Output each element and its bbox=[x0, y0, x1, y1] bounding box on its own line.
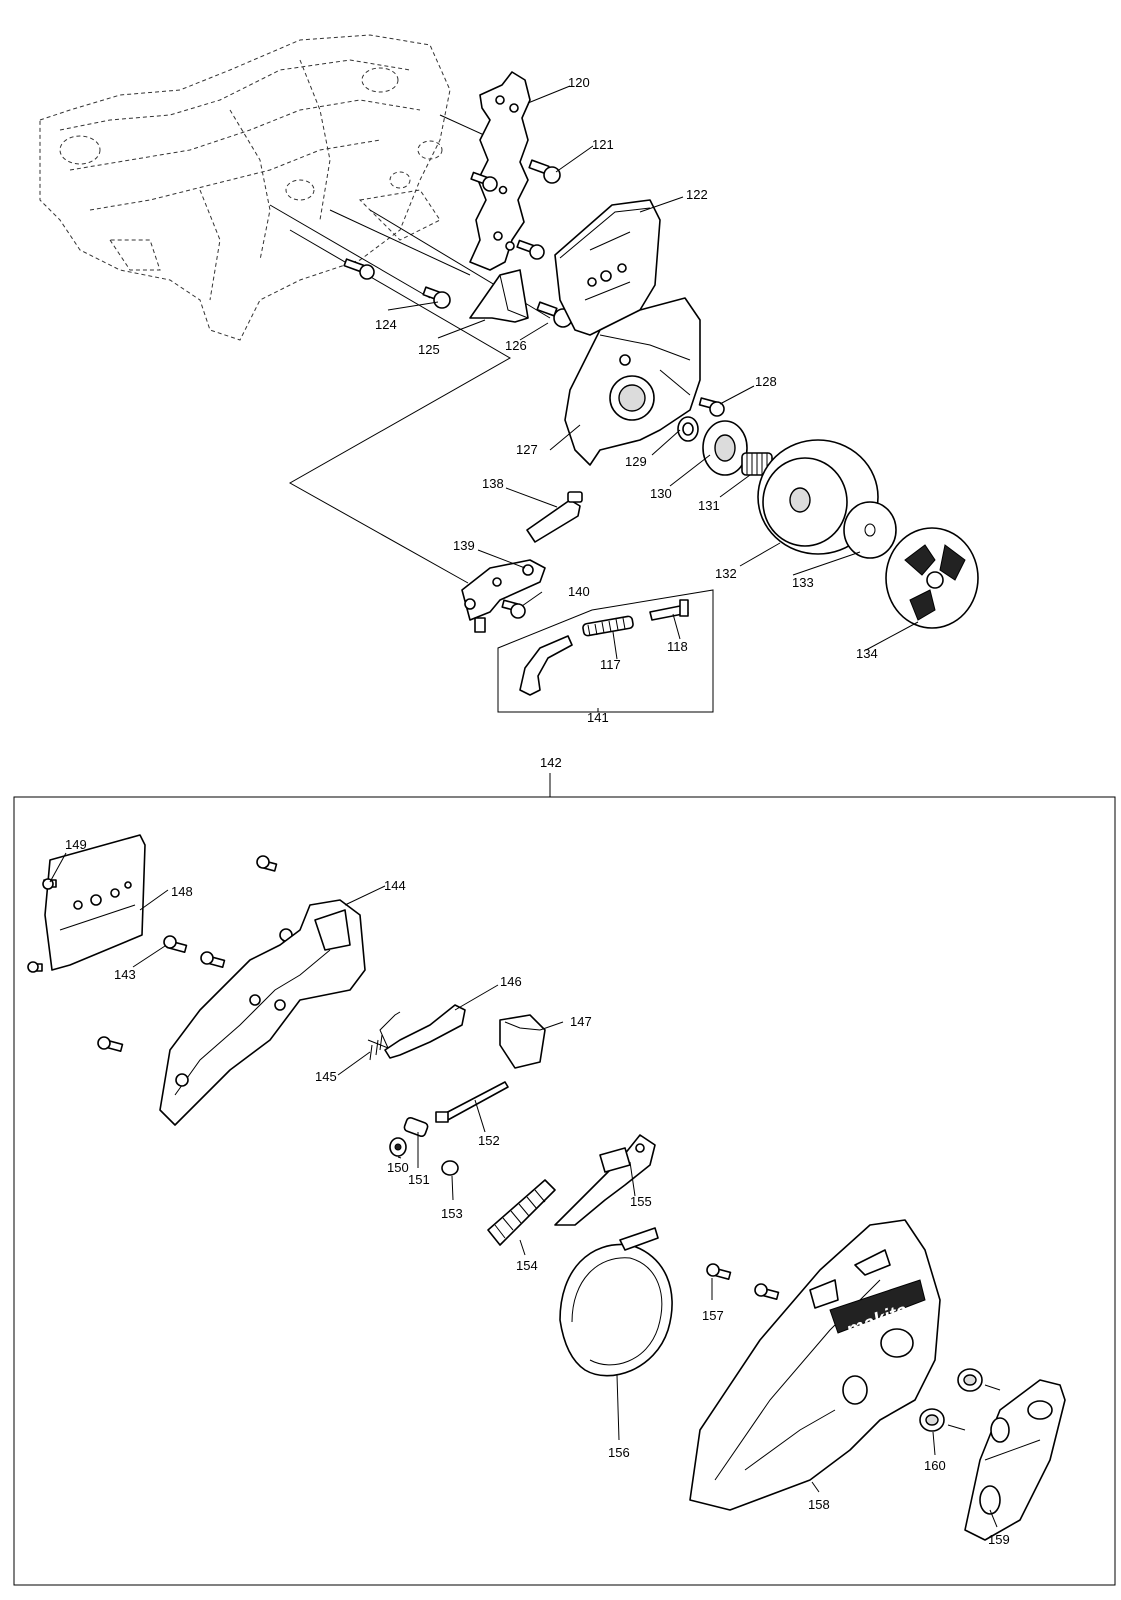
label-134: 134 bbox=[856, 646, 878, 661]
assembly-line bbox=[947, 1424, 966, 1431]
part-150-nut bbox=[389, 1137, 407, 1157]
screw-icon bbox=[163, 935, 188, 953]
label-131: 131 bbox=[698, 498, 720, 513]
label-141: 141 bbox=[587, 710, 609, 725]
part-156-brake-band bbox=[559, 1227, 673, 1377]
label-143: 143 bbox=[114, 967, 136, 982]
label-155: 155 bbox=[630, 1194, 652, 1209]
part-153-collar bbox=[441, 1160, 459, 1176]
assembly-line bbox=[288, 229, 512, 584]
part-147-cover-block bbox=[499, 1014, 546, 1069]
part-127-clutch-housing bbox=[564, 297, 701, 466]
part-number-labels: 120 121 122 124 125 126 127 128 129 130 … bbox=[65, 75, 1010, 1547]
label-138: 138 bbox=[482, 476, 504, 491]
label-133: 133 bbox=[792, 575, 814, 590]
label-117: 117 bbox=[600, 657, 621, 672]
screw-icon bbox=[200, 951, 226, 968]
part-146-lever bbox=[384, 1004, 466, 1059]
label-128: 128 bbox=[755, 374, 777, 389]
screw-icon bbox=[27, 961, 43, 973]
part-160-nut bbox=[957, 1368, 983, 1392]
part-129-washer bbox=[677, 416, 699, 442]
label-144: 144 bbox=[384, 878, 406, 893]
part-141-group-box bbox=[497, 589, 714, 713]
label-125: 125 bbox=[418, 342, 440, 357]
part-158-sprocket-cover: makita bbox=[689, 1219, 941, 1511]
callout-leaders bbox=[49, 85, 998, 1528]
part-159-cover-plate bbox=[964, 1379, 1066, 1541]
label-149: 149 bbox=[65, 837, 87, 852]
part-151-pin bbox=[403, 1116, 429, 1138]
label-158: 158 bbox=[808, 1497, 830, 1512]
label-145: 145 bbox=[315, 1069, 337, 1084]
label-121: 121 bbox=[592, 137, 614, 152]
label-147: 147 bbox=[570, 1014, 592, 1029]
part-120-guide-plate bbox=[469, 71, 531, 271]
screw-icon bbox=[97, 1036, 124, 1052]
part-130-sprocket bbox=[702, 420, 748, 476]
label-118: 118 bbox=[667, 639, 688, 654]
label-130: 130 bbox=[650, 486, 672, 501]
label-140: 140 bbox=[568, 584, 590, 599]
part-144-brake-lever bbox=[159, 899, 366, 1126]
assembly-line bbox=[329, 209, 471, 276]
label-142: 142 bbox=[540, 755, 562, 770]
label-124: 124 bbox=[375, 317, 397, 332]
part-160-nut bbox=[919, 1408, 945, 1432]
label-150: 150 bbox=[387, 1160, 409, 1175]
label-132: 132 bbox=[715, 566, 737, 581]
screw-icon bbox=[256, 855, 278, 872]
assembly-line bbox=[269, 204, 431, 299]
label-152: 152 bbox=[478, 1133, 500, 1148]
screw-icon bbox=[470, 171, 498, 192]
part-133-washer bbox=[843, 501, 897, 559]
part-155-lever-assembly bbox=[554, 1134, 656, 1226]
part-125-bracket bbox=[469, 269, 529, 323]
label-148: 148 bbox=[171, 884, 193, 899]
label-146: 146 bbox=[500, 974, 522, 989]
label-151: 151 bbox=[408, 1172, 430, 1187]
label-120: 120 bbox=[568, 75, 590, 90]
engine-housing-outline bbox=[39, 34, 451, 341]
screw-icon bbox=[501, 599, 526, 619]
screw-icon bbox=[422, 286, 451, 309]
part-134-clutch bbox=[885, 527, 979, 629]
screw-icon bbox=[42, 878, 57, 890]
part-145-spring bbox=[367, 1011, 401, 1061]
label-126: 126 bbox=[505, 338, 527, 353]
part-148-chain-plate bbox=[44, 834, 146, 971]
part-138-oil-pump-pin bbox=[526, 491, 583, 543]
label-153: 153 bbox=[441, 1206, 463, 1221]
label-160: 160 bbox=[924, 1458, 946, 1473]
label-157: 157 bbox=[702, 1308, 724, 1323]
label-154: 154 bbox=[516, 1258, 538, 1273]
group-142-box bbox=[13, 796, 1116, 1586]
screw-icon bbox=[528, 159, 561, 184]
screw-icon bbox=[706, 1263, 732, 1280]
part-152-shaft bbox=[435, 1081, 509, 1123]
label-122: 122 bbox=[686, 187, 708, 202]
label-129: 129 bbox=[625, 454, 647, 469]
screw-icon bbox=[343, 258, 375, 280]
assembly-line bbox=[984, 1384, 1001, 1391]
screw-icon bbox=[516, 239, 545, 260]
label-139: 139 bbox=[453, 538, 475, 553]
part-154-spring bbox=[487, 1179, 556, 1246]
part-139-oil-pump bbox=[461, 559, 546, 633]
label-156: 156 bbox=[608, 1445, 630, 1460]
screw-icon bbox=[754, 1283, 780, 1300]
screw-icon bbox=[698, 397, 725, 417]
label-159: 159 bbox=[988, 1532, 1010, 1547]
part-122-chain-plate bbox=[554, 199, 661, 336]
label-127: 127 bbox=[516, 442, 538, 457]
